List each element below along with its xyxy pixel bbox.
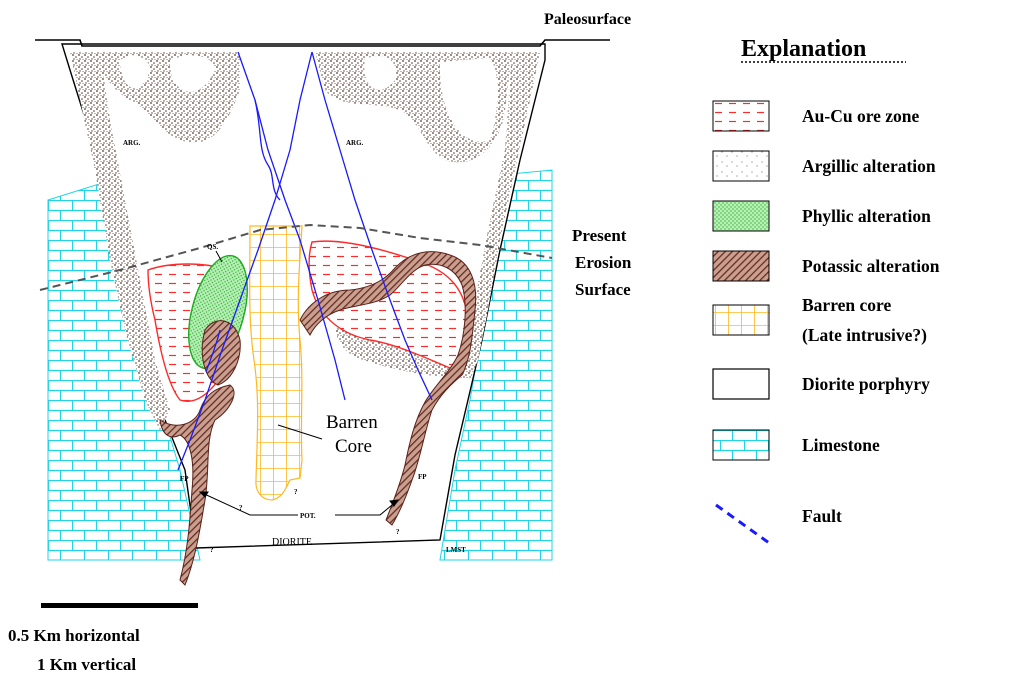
label-erosion-1: Present xyxy=(572,226,627,245)
legend-label-phyllic: Phyllic alteration xyxy=(802,206,931,226)
label-arg-right: ARG. xyxy=(346,139,364,147)
label-erosion-3: Surface xyxy=(575,280,631,299)
scale-horizontal-label: 0.5 Km horizontal xyxy=(8,626,140,645)
label-q3: ? xyxy=(396,528,400,536)
label-erosion-2: Erosion xyxy=(575,253,632,272)
legend-label-barren: Barren core xyxy=(802,295,891,315)
legend-swatch-potassic xyxy=(713,251,769,281)
legend-swatch-phyllic xyxy=(713,201,769,231)
legend-label-limestone: Limestone xyxy=(802,435,880,455)
legend-swatch-diorite xyxy=(713,369,769,399)
label-fp-right: FP xyxy=(418,473,427,481)
scale-bar: 0.5 Km horizontal 1 Km vertical xyxy=(8,603,198,674)
label-q4: ? xyxy=(210,546,214,554)
label-arg-left: ARG. xyxy=(123,139,141,147)
label-diorite: DIORITE xyxy=(272,537,312,548)
label-lmst: LMST xyxy=(446,546,466,554)
legend-label-diorite: Diorite porphyry xyxy=(802,374,930,394)
legend-label-potassic: Potassic alteration xyxy=(802,256,940,276)
label-qs: QS. xyxy=(207,243,218,251)
scale-vertical-label: 1 Km vertical xyxy=(37,655,136,674)
label-pot: POT. xyxy=(300,512,316,520)
legend-swatch-fault xyxy=(716,505,772,545)
legend-label-ore: Au-Cu ore zone xyxy=(802,106,920,126)
legend-swatch-argillic xyxy=(713,151,769,181)
barren-core xyxy=(250,226,302,500)
legend-label-fault: Fault xyxy=(802,506,842,526)
legend-swatch-limestone xyxy=(713,430,769,460)
legend-swatch-barren xyxy=(713,305,769,335)
label-paleosurface: Paleosurface xyxy=(544,11,631,28)
cross-section: ARG. ARG. QS. FP FP ? ? ? ? LMST POT. DI… xyxy=(35,11,632,585)
legend-label-argillic: Argillic alteration xyxy=(802,156,936,176)
label-q1: ? xyxy=(294,488,298,496)
legend-swatch-ore xyxy=(713,101,769,131)
legend-title: Explanation xyxy=(741,36,866,62)
legend: Explanation Au-Cu ore zone Argillic alte… xyxy=(713,36,940,545)
label-barren-core-1: Barren xyxy=(326,412,378,433)
legend-label-barren-2: (Late intrusive?) xyxy=(802,325,927,345)
label-barren-core-2: Core xyxy=(335,436,372,457)
label-fp-left: FP xyxy=(180,475,189,483)
